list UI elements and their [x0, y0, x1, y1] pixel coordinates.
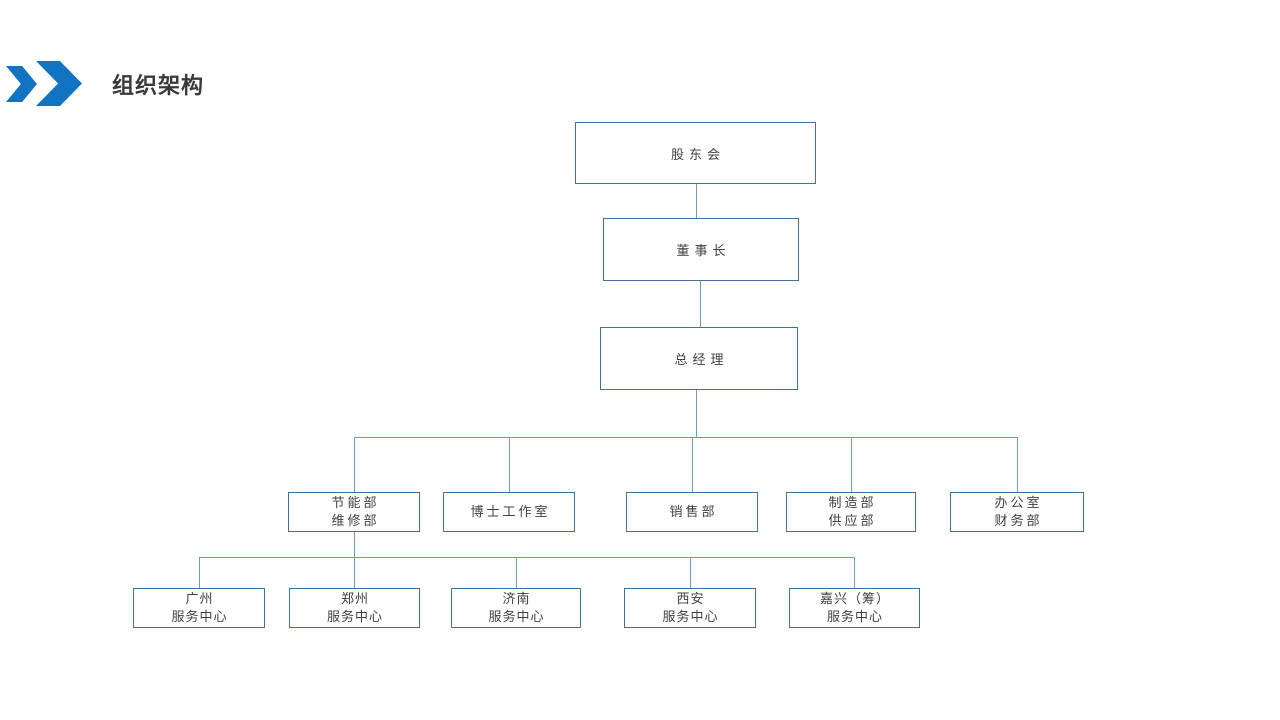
org-node-doctor-studio: 博士工作室 [443, 492, 575, 532]
connector-line [696, 390, 697, 437]
org-node-label: 供应部 [828, 513, 877, 528]
org-node-xian-service-center: 西安 服务中心 [624, 588, 756, 628]
org-node-label: 销售部 [669, 504, 718, 519]
connector-line [696, 184, 697, 218]
connector-line [854, 557, 855, 588]
connector-line [354, 557, 355, 588]
org-node-label: 郑州 [340, 591, 369, 606]
connector-line [516, 557, 517, 588]
org-node-label: 制造部 [828, 495, 877, 510]
org-node-label: 广州 [185, 591, 214, 606]
connector-line [692, 437, 693, 492]
org-node-label: 服务中心 [826, 609, 883, 624]
connector-line [199, 557, 854, 558]
connector-line [199, 557, 200, 588]
org-node-label: 服务中心 [171, 609, 228, 624]
org-node-label: 济南 [502, 591, 531, 606]
connector-line [700, 281, 701, 327]
org-node-office-finance-dept: 办公室 财务部 [950, 492, 1084, 532]
org-node-label: 嘉兴（筹） [819, 591, 890, 606]
org-node-label: 服务中心 [662, 609, 719, 624]
org-node-label: 西安 [676, 591, 705, 606]
chevron-right-icon [36, 61, 82, 106]
org-node-label: 办公室 [994, 495, 1043, 510]
org-node-sales-dept: 销售部 [626, 492, 758, 532]
connector-line [509, 437, 510, 492]
org-node-label: 服务中心 [326, 609, 383, 624]
connector-line [690, 557, 691, 588]
connector-line [354, 437, 1017, 438]
org-node-guangzhou-service-center: 广州 服务中心 [133, 588, 265, 628]
connector-line [1017, 437, 1018, 492]
connector-line [354, 532, 355, 557]
org-node-chairman: 董事长 [603, 218, 799, 281]
org-node-label: 财务部 [994, 513, 1043, 528]
org-node-label: 董事长 [676, 243, 731, 258]
org-node-label: 股东会 [670, 146, 725, 162]
org-node-shareholders: 股东会 [575, 122, 816, 184]
org-node-energy-maintenance-dept: 节能部 维修部 [288, 492, 420, 532]
org-node-manufacturing-supply-dept: 制造部 供应部 [786, 492, 916, 532]
org-node-label: 总经理 [674, 352, 729, 367]
page-title: 组织架构 [112, 73, 205, 98]
org-node-zhengzhou-service-center: 郑州 服务中心 [289, 588, 420, 628]
chevron-right-icon [6, 66, 37, 102]
org-node-general-manager: 总经理 [600, 327, 798, 390]
org-node-label: 博士工作室 [470, 504, 551, 519]
connector-line [851, 437, 852, 492]
org-node-label: 节能部 [331, 495, 380, 510]
org-node-label: 服务中心 [488, 609, 545, 624]
org-node-jinan-service-center: 济南 服务中心 [451, 588, 581, 628]
org-node-jiaxing-service-center: 嘉兴（筹） 服务中心 [789, 588, 920, 628]
connector-line [354, 437, 355, 492]
org-node-label: 维修部 [331, 513, 380, 528]
